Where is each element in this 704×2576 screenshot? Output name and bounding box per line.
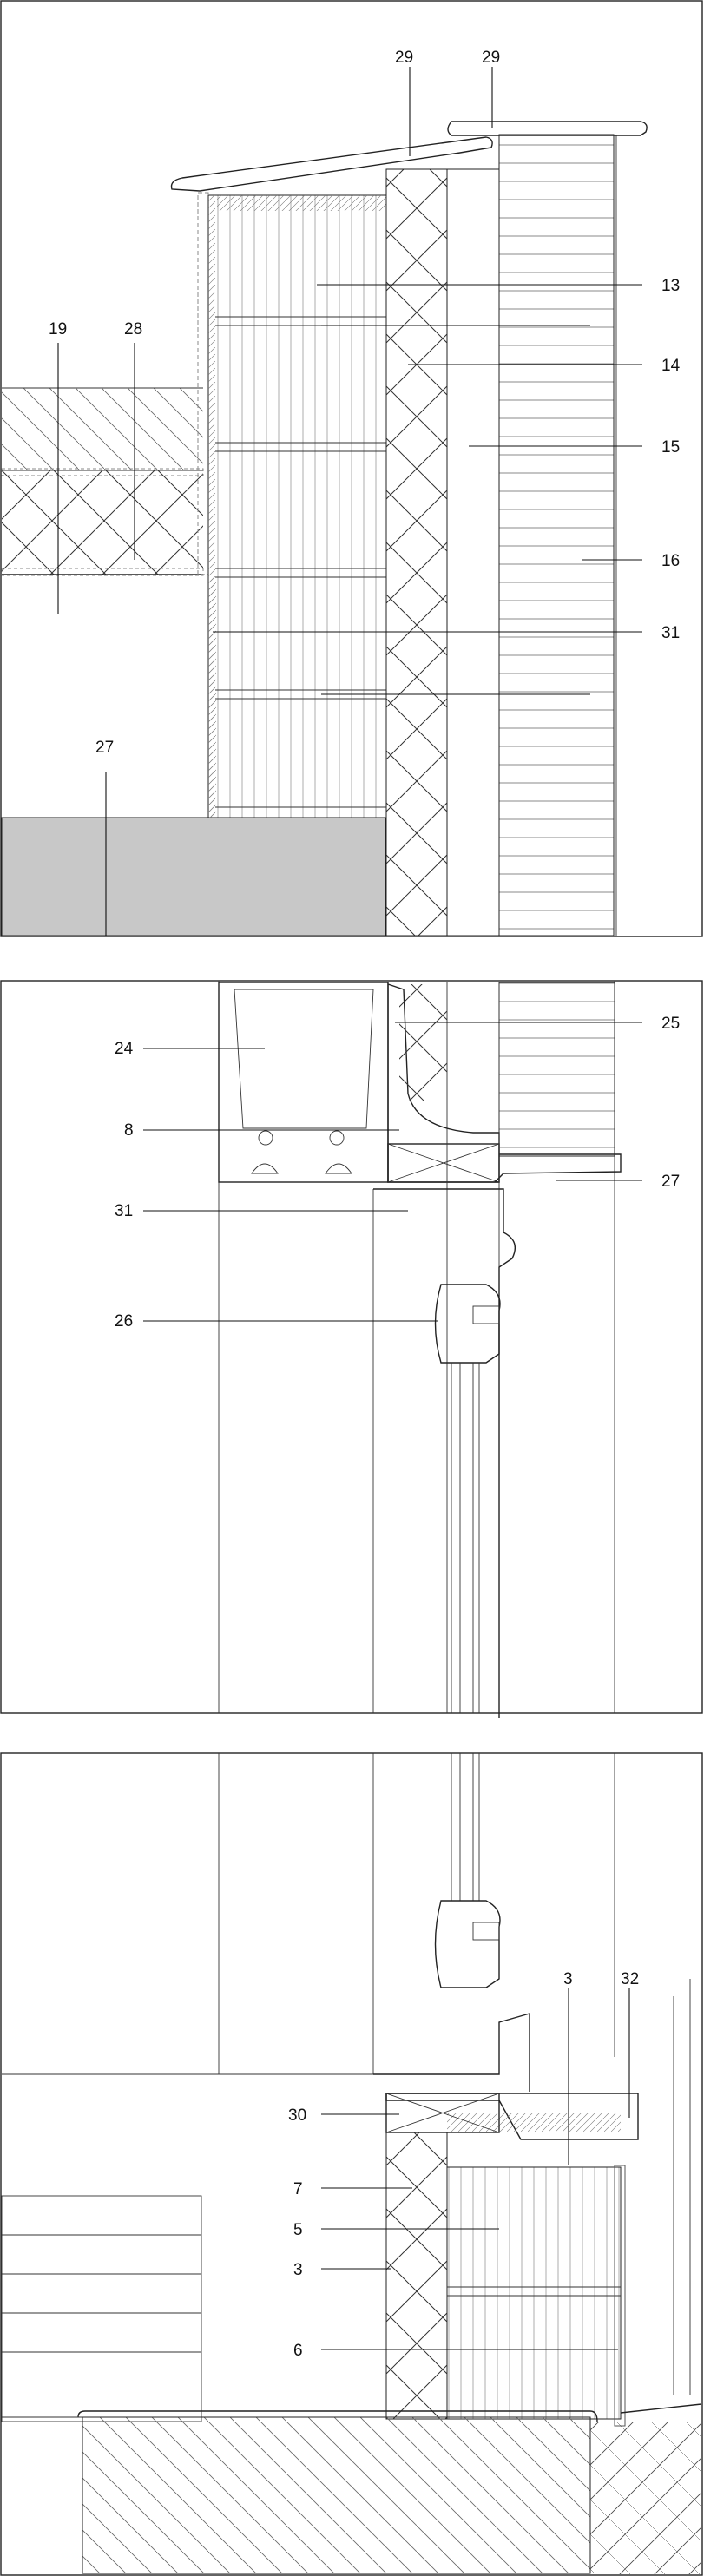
label-26: 26: [115, 1312, 133, 1331]
label-32: 32: [621, 1970, 639, 1988]
label-28: 28: [124, 320, 142, 338]
label-19: 19: [49, 320, 67, 338]
hole: [258, 1130, 273, 1146]
label-14: 14: [661, 357, 681, 375]
label-16: 16: [661, 552, 680, 570]
roof-insulation: [2, 470, 203, 575]
label-7: 7: [293, 2180, 303, 2198]
hole: [329, 1130, 345, 1146]
label-27: 27: [95, 739, 114, 757]
timber-cross: [387, 1143, 500, 1183]
groove: [251, 1163, 279, 1174]
timber-frame: [207, 194, 387, 818]
timber-cross: [385, 2093, 500, 2133]
label-30: 30: [288, 2106, 306, 2125]
ground-line: [620, 2403, 702, 2414]
label-24: 24: [115, 1040, 134, 1058]
label-6: 6: [293, 2342, 303, 2360]
membrane-dashed: [1, 468, 204, 476]
precast-box: [218, 982, 389, 1183]
label-29b: 29: [482, 49, 500, 67]
panel-middle-frame: [0, 980, 703, 1714]
interior-block: [1, 2195, 202, 2422]
foundation-beam: [82, 2416, 591, 2574]
insulation-column: [385, 2132, 448, 2420]
label-3b: 3: [293, 2261, 303, 2279]
panel-upper-frame: [0, 0, 703, 937]
ground: [590, 2422, 701, 2574]
label-29a: 29: [395, 49, 413, 67]
facade-board: [209, 577, 216, 818]
panel-lower: 3 32 30 7 5 3 6: [0, 1752, 703, 2576]
roof-layer-hatch: [2, 388, 203, 470]
label-27: 27: [661, 1173, 680, 1191]
coping-left: [170, 136, 493, 192]
hinge: [472, 1305, 500, 1324]
facade-cladding: [498, 982, 615, 1157]
window-sash: [434, 1284, 501, 1364]
label-5: 5: [293, 2221, 303, 2239]
insulation-top: [399, 984, 447, 1101]
insulation-column: [385, 168, 448, 936]
label-8: 8: [124, 1121, 134, 1140]
frame-edge: [208, 195, 215, 818]
box-inner: [234, 989, 374, 1129]
window-frame: [373, 1188, 516, 1718]
concrete-slab: [1, 817, 386, 936]
window-frame: [373, 2013, 530, 2092]
label-3a: 3: [563, 1970, 573, 1988]
panel-upper: 29 29 13 14 15 16 31 19 28 27: [0, 0, 703, 937]
panel-lower-frame: [0, 1752, 703, 2576]
foundation-membrane: [77, 2410, 598, 2422]
label-31: 31: [115, 1202, 133, 1220]
sill-flashing: [494, 1153, 622, 1183]
label-13: 13: [661, 277, 680, 295]
timber-frame: [446, 2166, 622, 2420]
sill-hatch: [447, 2113, 621, 2132]
coping-right: [447, 121, 648, 136]
label-15: 15: [661, 438, 680, 457]
label-31: 31: [661, 624, 680, 642]
hinge: [472, 1922, 500, 1941]
membrane-dashed: [1, 568, 204, 576]
label-25: 25: [661, 1015, 680, 1033]
facade-cladding: [498, 134, 615, 936]
groove: [325, 1163, 352, 1174]
panel-middle: 24 8 31 26 25 27: [0, 980, 703, 1718]
top-plate: [217, 195, 386, 211]
window-sash: [434, 1900, 501, 1988]
